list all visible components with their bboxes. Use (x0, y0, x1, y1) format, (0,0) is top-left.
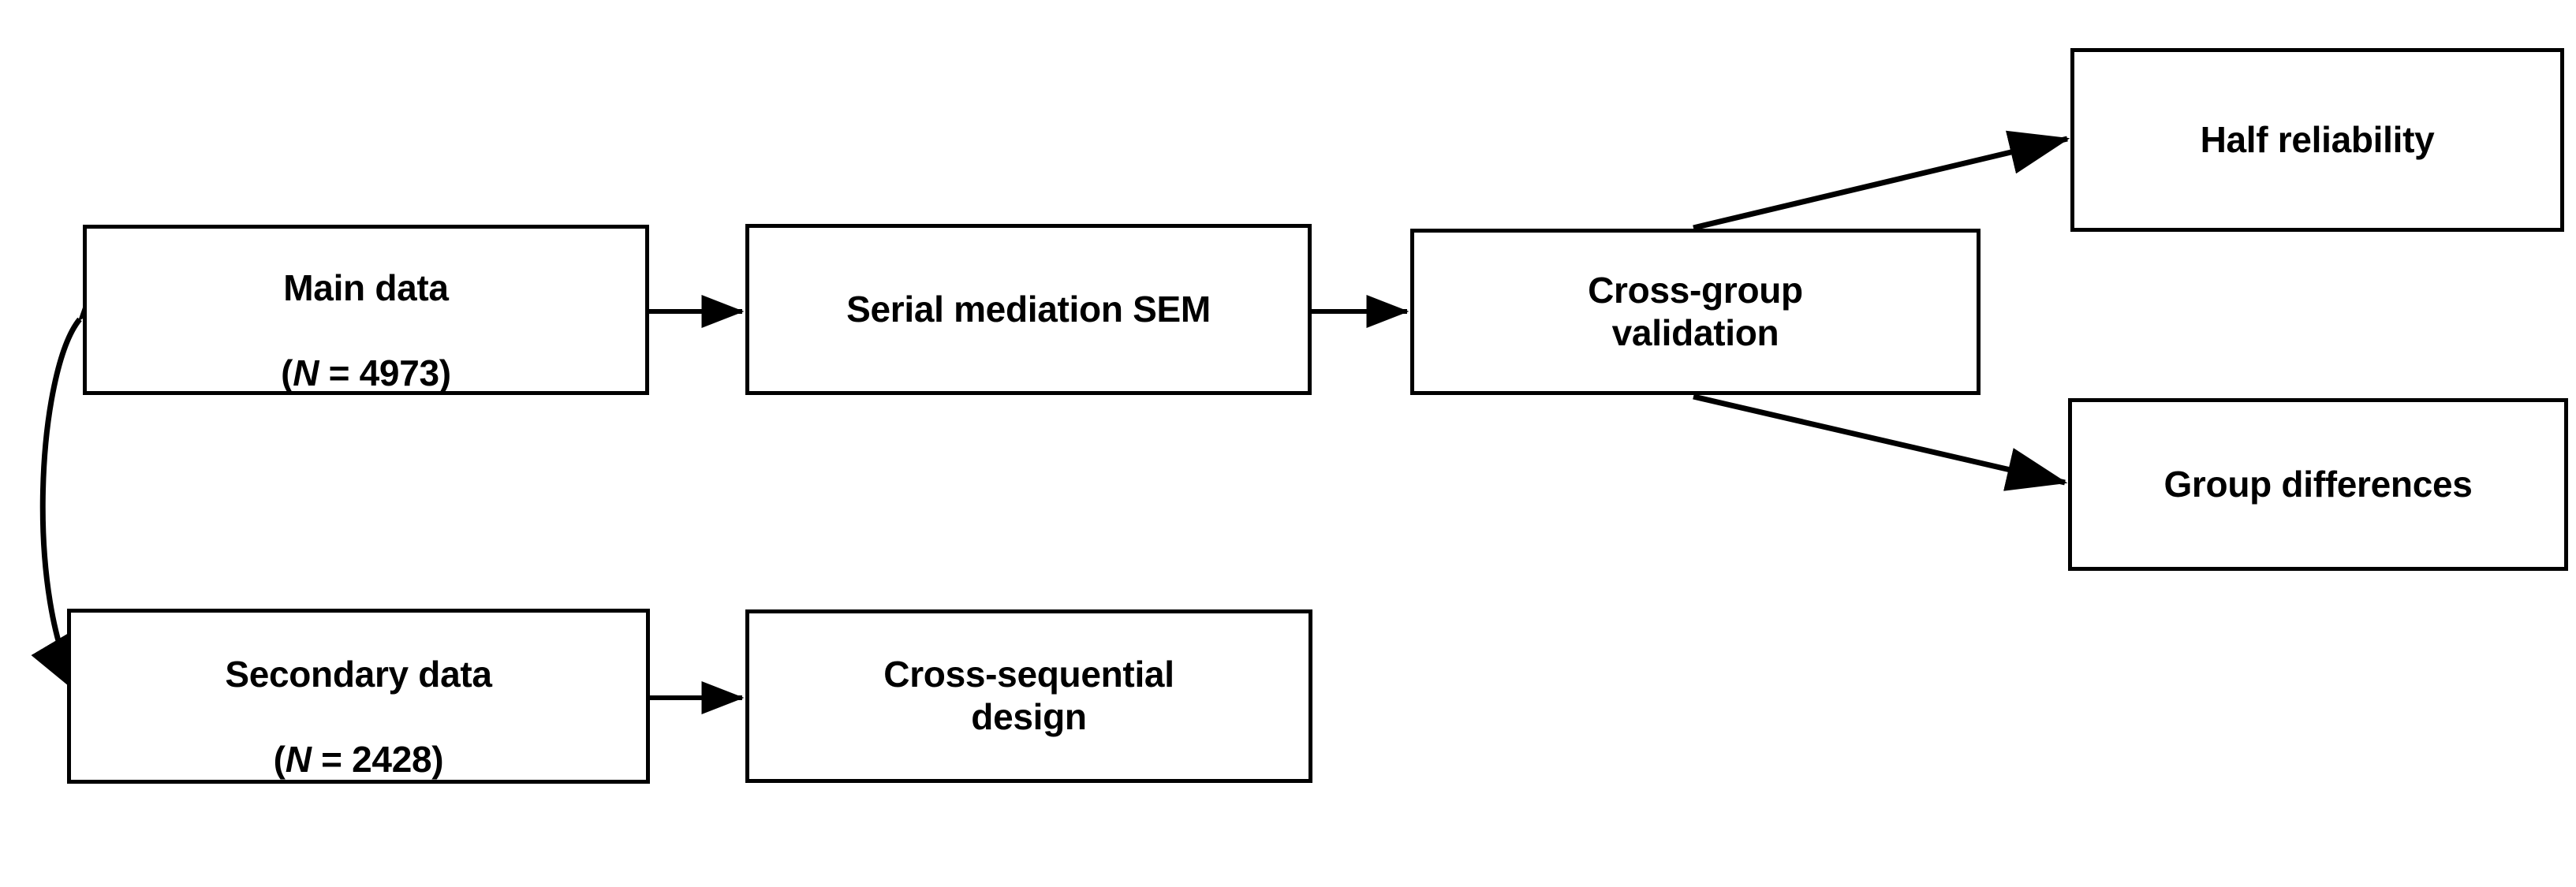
node-group-differences[interactable]: Group differences (2068, 398, 2568, 571)
node-secondary-data[interactable]: Secondary data (N = 2428) (67, 609, 650, 784)
node-half-reliability-label: Half reliability (2200, 118, 2435, 160)
node-group-differences-label: Group differences (2163, 463, 2473, 505)
node-cross-group-validation[interactable]: Cross-group validation (1410, 229, 1981, 395)
node-main-data-sample-size: = 4973) (319, 352, 452, 393)
node-cross-sequential-design[interactable]: Cross-sequential design (745, 609, 1312, 783)
node-secondary-data-label: Secondary data (N = 2428) (217, 611, 499, 781)
edge-crossgroup-to-halfreliability (1693, 130, 2070, 231)
node-secondary-data-line1: Secondary data (225, 654, 492, 695)
node-serial-mediation-sem-label: Serial mediation SEM (846, 288, 1211, 330)
node-main-data-n-symbol: N (293, 352, 319, 393)
node-main-data-paren-open: ( (281, 352, 293, 393)
node-main-data-label: Main data (N = 4973) (273, 225, 459, 394)
node-cross-group-validation-label: Cross-group validation (1588, 269, 1803, 353)
node-main-data[interactable]: Main data (N = 4973) (83, 225, 649, 395)
node-secondary-data-n-symbol: N (285, 738, 312, 780)
node-main-data-line1: Main data (283, 267, 449, 309)
node-serial-mediation-sem[interactable]: Serial mediation SEM (745, 224, 1312, 395)
node-secondary-data-sample-size: = 2428) (311, 738, 444, 780)
node-secondary-data-paren-open: ( (273, 738, 286, 780)
edge-crossgroup-to-groupdifferences (1693, 393, 2068, 491)
node-cross-sequential-design-label: Cross-sequential design (883, 654, 1174, 737)
node-half-reliability[interactable]: Half reliability (2070, 48, 2564, 232)
